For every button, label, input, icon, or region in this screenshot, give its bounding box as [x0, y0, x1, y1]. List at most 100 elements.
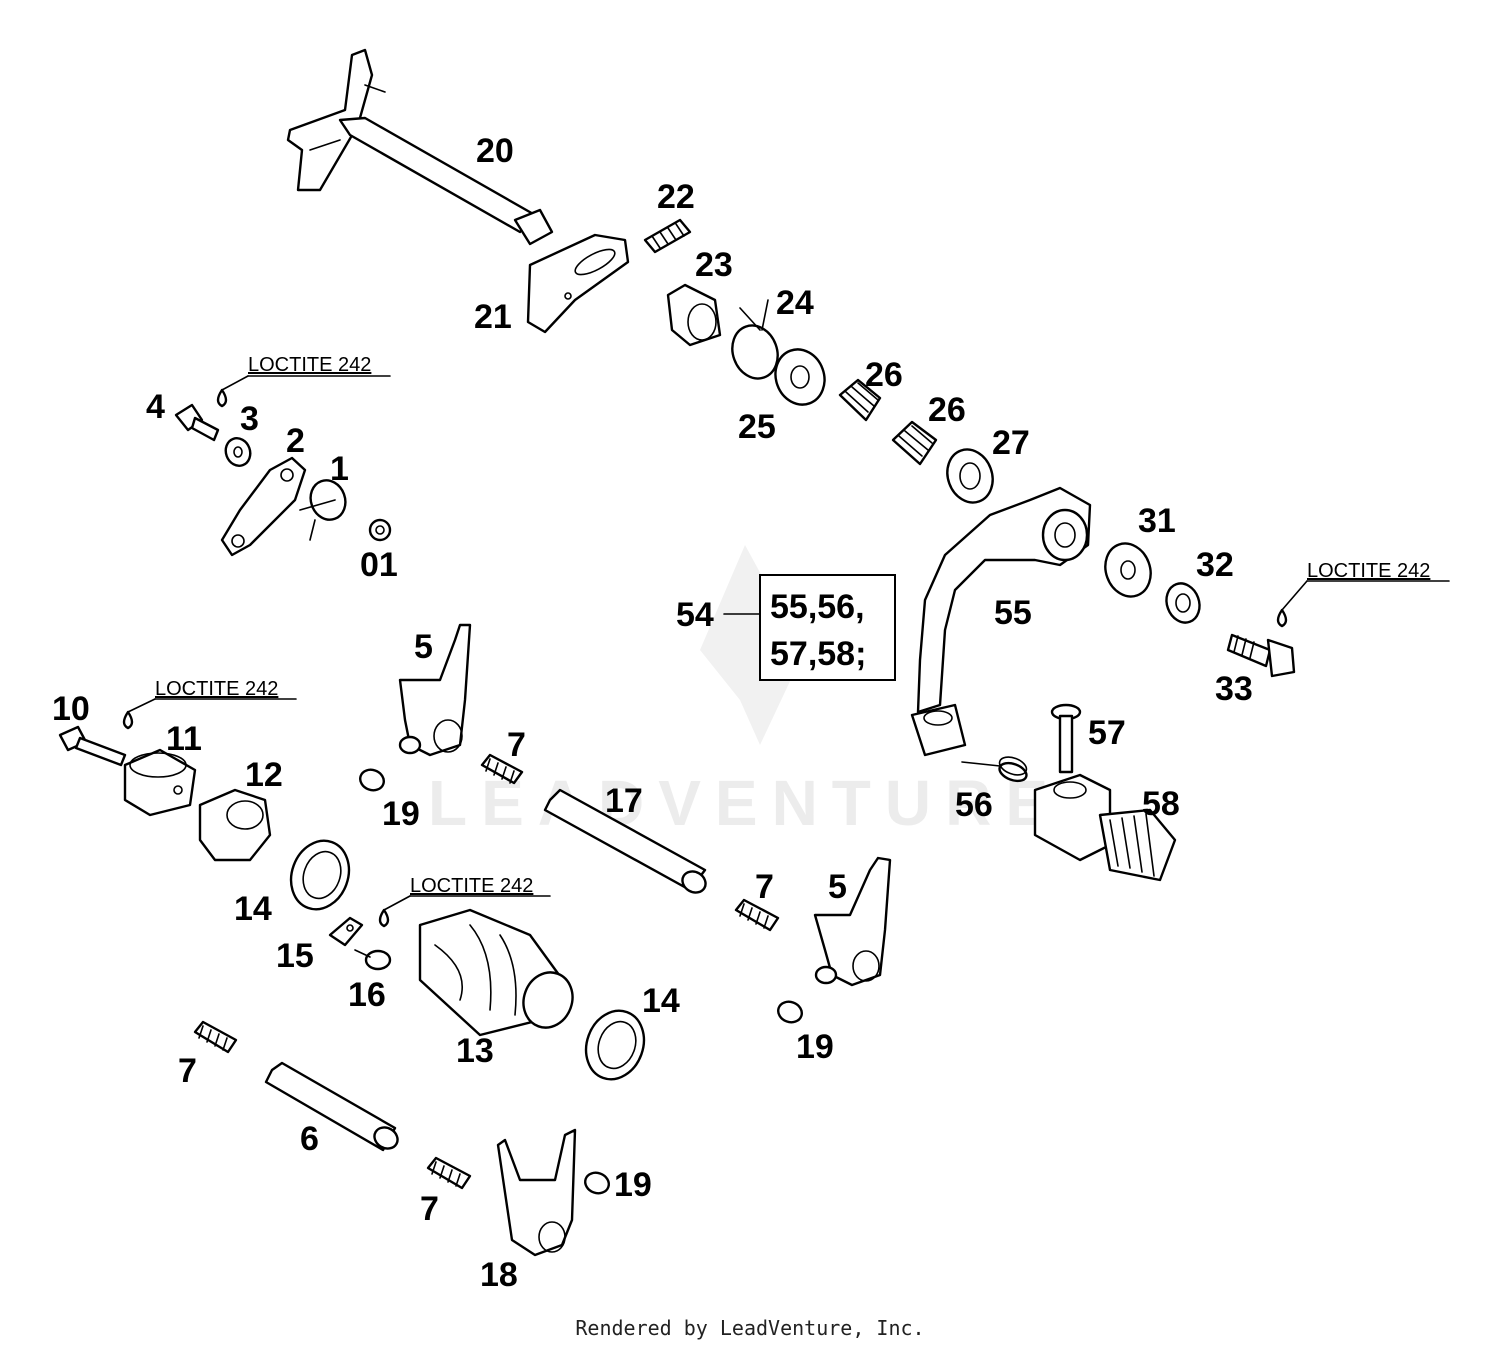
callout-25: 25 [738, 408, 776, 446]
loctite-drop-icon [1276, 608, 1288, 628]
callout-6: 6 [300, 1120, 319, 1158]
part-16-screw[interactable] [354, 949, 392, 971]
part-7-spring-c[interactable] [193, 1020, 238, 1054]
part-7-spring-d[interactable] [426, 1156, 472, 1190]
loctite-note: LOCTITE 242 [248, 354, 371, 376]
watermark-text: LEADVENTURE [428, 767, 1062, 839]
watermark: LEADVENTURE [428, 545, 1062, 839]
callout-55: 55 [994, 594, 1032, 632]
callout-33: 33 [1215, 670, 1253, 708]
part-26-needle-bearing-b[interactable] [891, 420, 938, 466]
callout-14: 14 [642, 982, 680, 1020]
callout-01: 01 [360, 546, 398, 584]
callout-4: 4 [146, 388, 165, 426]
callout-27: 27 [992, 424, 1030, 462]
part-5-shift-fork-a[interactable] [398, 623, 472, 757]
part-55-shift-lever[interactable] [910, 486, 1092, 757]
part-27-seal[interactable] [940, 443, 1000, 509]
callout-23: 23 [695, 246, 733, 284]
part-11-shift-drum-locator[interactable] [123, 748, 197, 817]
callout-15: 15 [276, 937, 314, 975]
part-32-lock-washer[interactable] [1161, 579, 1205, 628]
callout-12: 12 [245, 756, 283, 794]
callout-16: 16 [348, 976, 386, 1014]
callout-5: 5 [414, 628, 433, 666]
part-31-washer[interactable] [1098, 537, 1158, 603]
part-12-shift-cam[interactable] [198, 788, 272, 862]
callout-3: 3 [240, 400, 259, 438]
part-2-shift-arm[interactable] [220, 456, 307, 557]
callout-18: 18 [480, 1256, 518, 1294]
loctite-drop-icon [216, 388, 228, 408]
footer-credit: Rendered by LeadVenture, Inc. [575, 1316, 925, 1340]
callout-7: 7 [755, 868, 774, 906]
part-20-shift-shaft[interactable] [286, 48, 554, 246]
part-56-spring[interactable] [961, 754, 1029, 785]
note-leaders [127, 375, 1450, 911]
part-3-washer[interactable] [222, 435, 254, 470]
part-6-fork-shaft[interactable] [264, 1061, 401, 1153]
callout-13: 13 [456, 1032, 494, 1070]
part-24-spring[interactable] [725, 299, 785, 385]
part-21-shift-guide[interactable] [526, 233, 630, 334]
callout-26: 26 [928, 391, 966, 429]
kit-box-54: 55,56, 57,58; [723, 574, 896, 681]
part-23-ratchet[interactable] [666, 283, 722, 347]
loctite-note: LOCTITE 242 [410, 875, 533, 897]
callout-19: 19 [796, 1028, 834, 1066]
part-19-roller-a[interactable] [357, 766, 386, 793]
callout-5: 5 [828, 868, 847, 906]
callout-26: 26 [865, 356, 903, 394]
part-1-spring[interactable] [299, 475, 351, 541]
kit-contents-line2: 57,58; [770, 635, 866, 673]
callout-21: 21 [474, 298, 512, 336]
loctite-note: LOCTITE 242 [155, 678, 278, 700]
part-18-shift-fork[interactable] [496, 1128, 577, 1257]
callout-19: 19 [382, 795, 420, 833]
callout-2: 2 [286, 422, 305, 460]
callout-7: 7 [420, 1190, 439, 1228]
part-7-spring-a[interactable] [480, 753, 524, 785]
callout-58: 58 [1142, 785, 1180, 823]
callout-56: 56 [955, 786, 993, 824]
callout-20: 20 [476, 132, 514, 170]
callout-32: 32 [1196, 546, 1234, 584]
part-25-washer[interactable] [768, 342, 832, 411]
callout-7: 7 [178, 1052, 197, 1090]
callout-1: 1 [330, 450, 349, 488]
part-7-spring-b[interactable] [734, 898, 780, 932]
part-22-spring[interactable] [643, 218, 692, 254]
callout-57: 57 [1088, 714, 1126, 752]
callout-11: 11 [166, 720, 202, 758]
part-58-lever-tip[interactable] [1033, 773, 1177, 882]
callout-19: 19 [614, 1166, 652, 1204]
callout-10: 10 [52, 690, 90, 728]
loctite-drop-icon [122, 710, 134, 730]
part-13-shift-drum[interactable] [418, 908, 580, 1037]
part-26-needle-bearing-a[interactable] [838, 378, 882, 422]
part-5-shift-fork-b[interactable] [813, 856, 892, 987]
part-14-bearing-b[interactable] [577, 1003, 654, 1088]
callout-17: 17 [605, 782, 643, 820]
part-57-pin[interactable] [1050, 703, 1082, 774]
callout-31: 31 [1138, 502, 1176, 540]
part-4-bolt[interactable] [174, 403, 220, 442]
callout-14: 14 [234, 890, 272, 928]
callout-54: 54 [676, 596, 714, 634]
part-01-bushing[interactable] [368, 518, 392, 542]
callouts: 20 21 22 23 24 25 26 26 27 31 32 33 4 3 … [52, 132, 1253, 1294]
kit-contents-line1: 55,56, [770, 588, 865, 626]
part-14-bearing-a[interactable] [282, 833, 359, 918]
part-19-roller-c[interactable] [582, 1169, 611, 1196]
part-15-locking-plate[interactable] [328, 916, 364, 947]
callout-7: 7 [507, 726, 526, 764]
loctite-drop-icon [378, 908, 390, 928]
part-19-roller-b[interactable] [775, 998, 804, 1025]
callout-22: 22 [657, 178, 695, 216]
part-33-bolt[interactable] [1226, 633, 1296, 678]
part-10-bolt[interactable] [58, 725, 127, 767]
callout-24: 24 [776, 284, 814, 322]
loctite-note: LOCTITE 242 [1307, 560, 1430, 582]
part-17-fork-shaft[interactable] [543, 788, 709, 897]
